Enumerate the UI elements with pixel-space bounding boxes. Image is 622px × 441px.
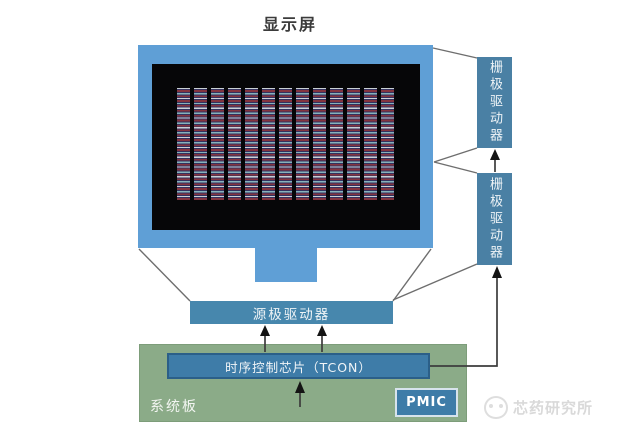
tcon-chip: 时序控制芯片（TCON） xyxy=(167,353,430,379)
tcon-label: 时序控制芯片（TCON） xyxy=(225,359,372,375)
arrow-tcon-to-gate-head xyxy=(492,266,502,278)
arrow-tcon-to-source-2-head xyxy=(317,325,327,336)
callout-line-right xyxy=(392,248,432,302)
callout-line-top xyxy=(432,47,478,59)
source-driver-label: 源极驱动器 xyxy=(252,306,331,323)
page-title: 显示屏 xyxy=(262,15,317,34)
pixel-array xyxy=(177,88,398,200)
gate-driver-bottom-box: 栅极驱动器 xyxy=(477,173,512,265)
arrow-tcon-to-source-1-head xyxy=(260,325,270,336)
watermark-text: 芯药研究所 xyxy=(513,399,594,417)
monitor-stand xyxy=(255,248,317,282)
system-board-label: 系统板 xyxy=(150,399,198,415)
callout-line-left xyxy=(138,248,191,302)
watermark: 芯药研究所 xyxy=(484,396,593,419)
gate-driver-top-box: 栅极驱动器 xyxy=(477,57,512,148)
source-driver-box: 源极驱动器 xyxy=(190,301,393,324)
watermark-logo-icon xyxy=(484,396,508,419)
pmic-chip: PMIC xyxy=(395,388,458,417)
gate-driver-top-label: 栅极驱动器 xyxy=(487,60,502,145)
callout-line-bottom xyxy=(392,263,478,301)
gate-driver-bottom-label: 栅极驱动器 xyxy=(487,176,502,262)
callout-line-mid-upper xyxy=(433,147,478,163)
callout-line-mid-lower xyxy=(433,161,478,174)
pmic-label: PMIC xyxy=(406,395,447,410)
arrow-gate-to-gate-head xyxy=(490,149,500,160)
